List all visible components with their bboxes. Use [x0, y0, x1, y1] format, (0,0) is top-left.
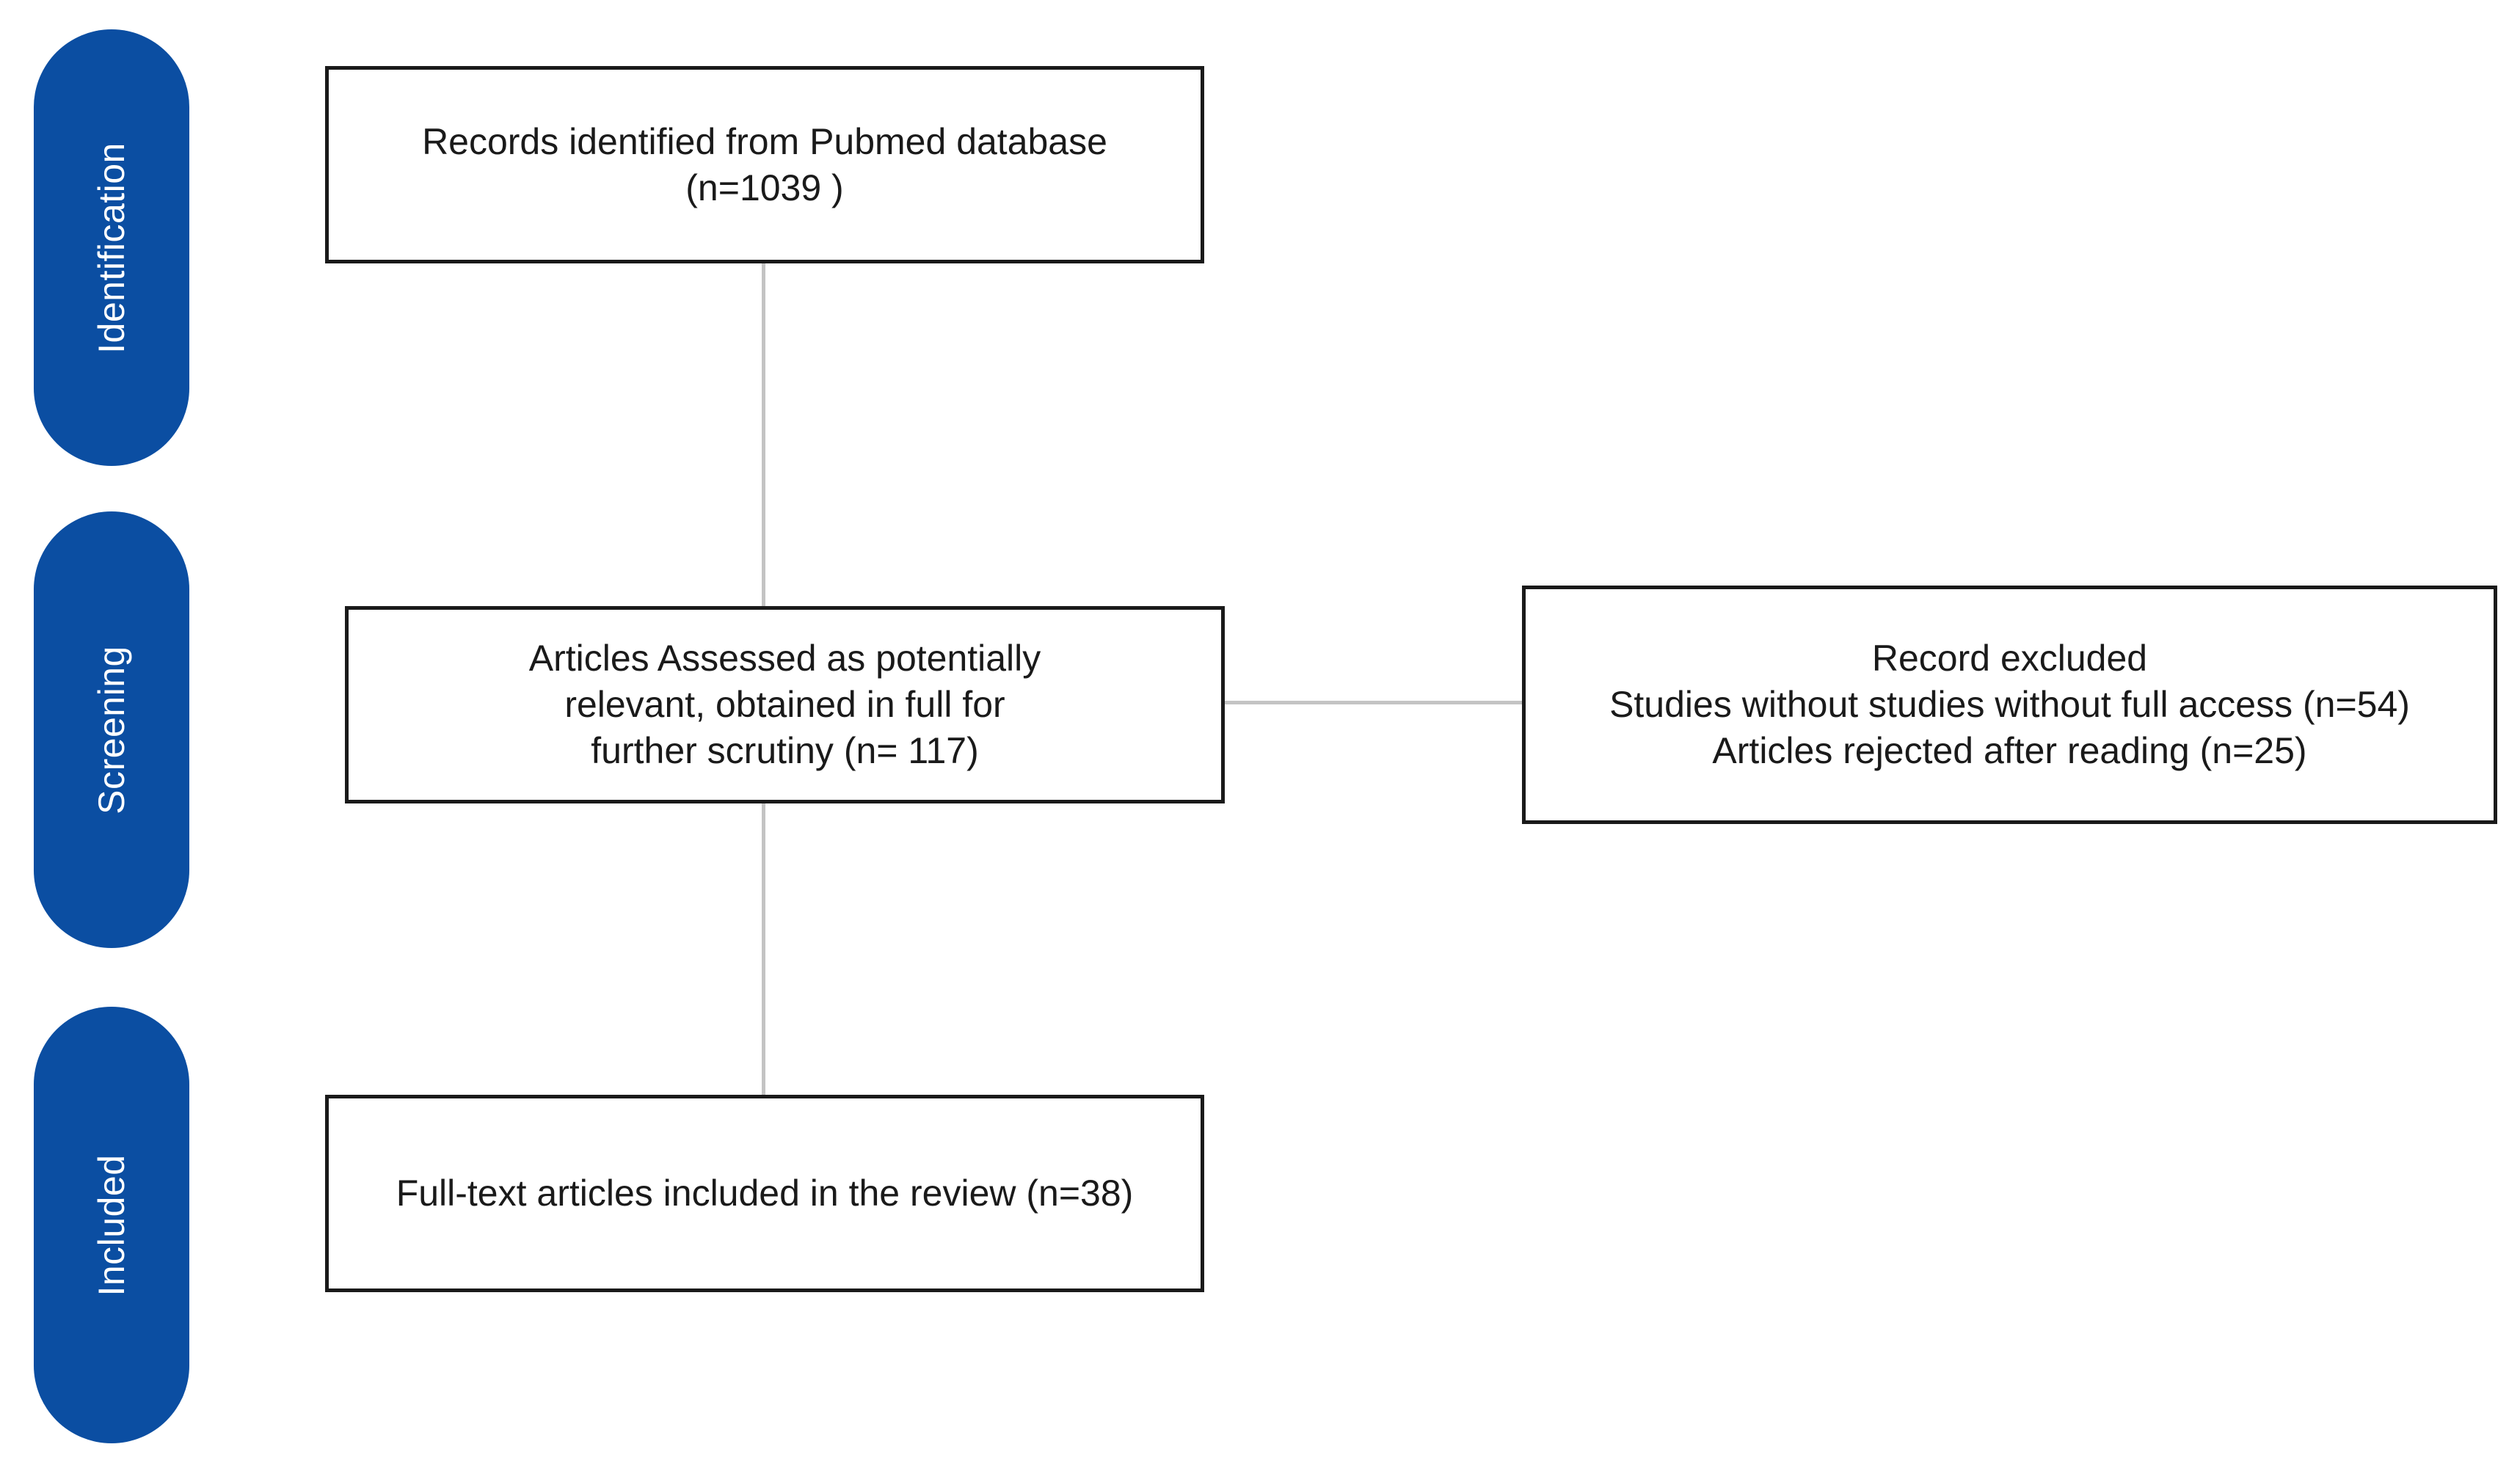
articles-included-box: Full-text articles included in the revie…: [325, 1095, 1204, 1292]
records-excluded-line-2: Studies without studies without full acc…: [1609, 684, 2410, 725]
articles-included-line-1: Full-text articles included in the revie…: [396, 1173, 1134, 1214]
stage-identification: Identification: [34, 29, 189, 466]
records-excluded-line-3: Articles rejected after reading (n=25): [1712, 730, 2307, 771]
connector-identified-to-assessed: [762, 263, 765, 608]
stage-included: Included: [34, 1007, 189, 1443]
connector-assessed-to-included: [762, 803, 765, 1097]
records-excluded-box: Record excluded Studies without studies …: [1522, 586, 2497, 824]
stage-included-label: Included: [91, 1153, 132, 1297]
articles-assessed-line-3: further scrutiny (n= 117): [591, 730, 979, 771]
records-identified-box: Records identified from Pubmed database …: [325, 66, 1204, 263]
records-excluded-line-1: Record excluded: [1871, 638, 2148, 679]
stage-screening-label: Screening: [91, 645, 132, 814]
stage-identification-label: Identification: [91, 142, 132, 354]
articles-assessed-line-1: Articles Assessed as potentially: [528, 638, 1041, 679]
records-identified-line-1: Records identified from Pubmed database: [422, 120, 1107, 162]
connector-assessed-to-excluded: [1225, 701, 1522, 704]
stage-screening: Screening: [34, 511, 189, 948]
records-identified-line-2: (n=1039 ): [685, 167, 844, 208]
articles-assessed-box: Articles Assessed as potentially relevan…: [345, 606, 1225, 803]
articles-assessed-line-2: relevant, obtained in full for: [564, 684, 1005, 725]
